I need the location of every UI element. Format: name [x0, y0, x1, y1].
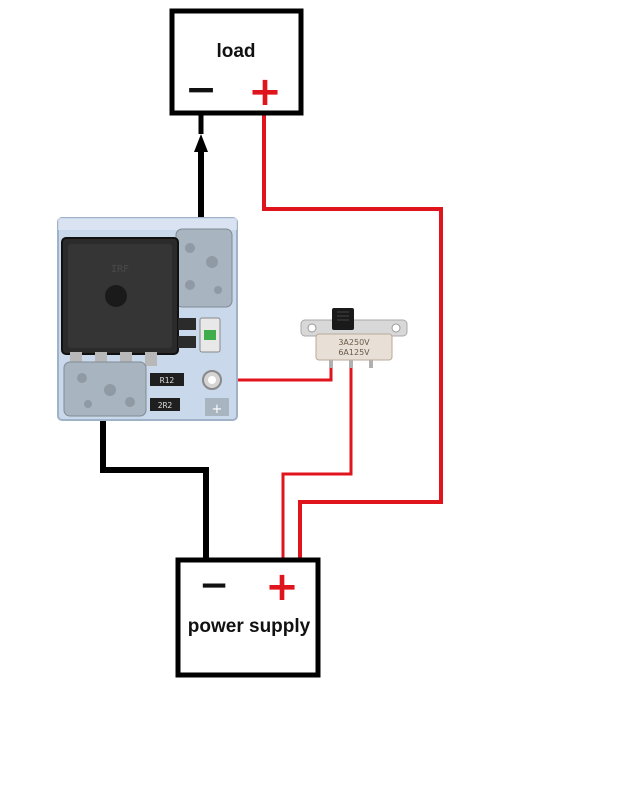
- switch-rating-line2: 6A125V: [338, 348, 370, 357]
- power-supply-box: − + power supply: [175, 557, 321, 678]
- red-wire-load-plus-to-supply: [262, 113, 443, 560]
- slide-switch: 3A250V 6A125V: [300, 308, 408, 368]
- plus-pad: [205, 398, 229, 416]
- resistor-2: [150, 398, 180, 411]
- mosfet-module: IRF R12 2R2 +: [57, 217, 238, 421]
- black-wire-to-power-supply: [100, 395, 209, 560]
- load-plus-icon: +: [248, 69, 282, 115]
- pcb-plus-label: +: [212, 402, 223, 417]
- switch-body: [315, 333, 393, 361]
- component-small-1: [178, 318, 196, 330]
- red-wire-module-to-switch: [213, 365, 333, 382]
- switch-rating-line1: 3A250V: [338, 338, 370, 347]
- switch-actuator: [332, 308, 354, 330]
- resistor-1: [150, 373, 184, 386]
- resistor-2-code: 2R2: [158, 401, 173, 410]
- resistor-1-code: R12: [160, 376, 175, 385]
- red-wire-switch-to-supply: [281, 366, 353, 560]
- chip-pin1-dot: [105, 285, 127, 307]
- load-minus-icon: −: [185, 67, 217, 111]
- power-supply-label: power supply: [188, 616, 311, 637]
- load-label: load: [216, 41, 255, 62]
- component-small-2: [178, 336, 196, 348]
- chip-marking: IRF: [111, 264, 129, 275]
- supply-minus-icon: −: [199, 565, 229, 606]
- arrowhead-icon: [194, 134, 208, 152]
- supply-plus-icon: +: [265, 564, 299, 610]
- drain-solder-pad: [175, 228, 233, 308]
- load-box: load − +: [169, 8, 304, 116]
